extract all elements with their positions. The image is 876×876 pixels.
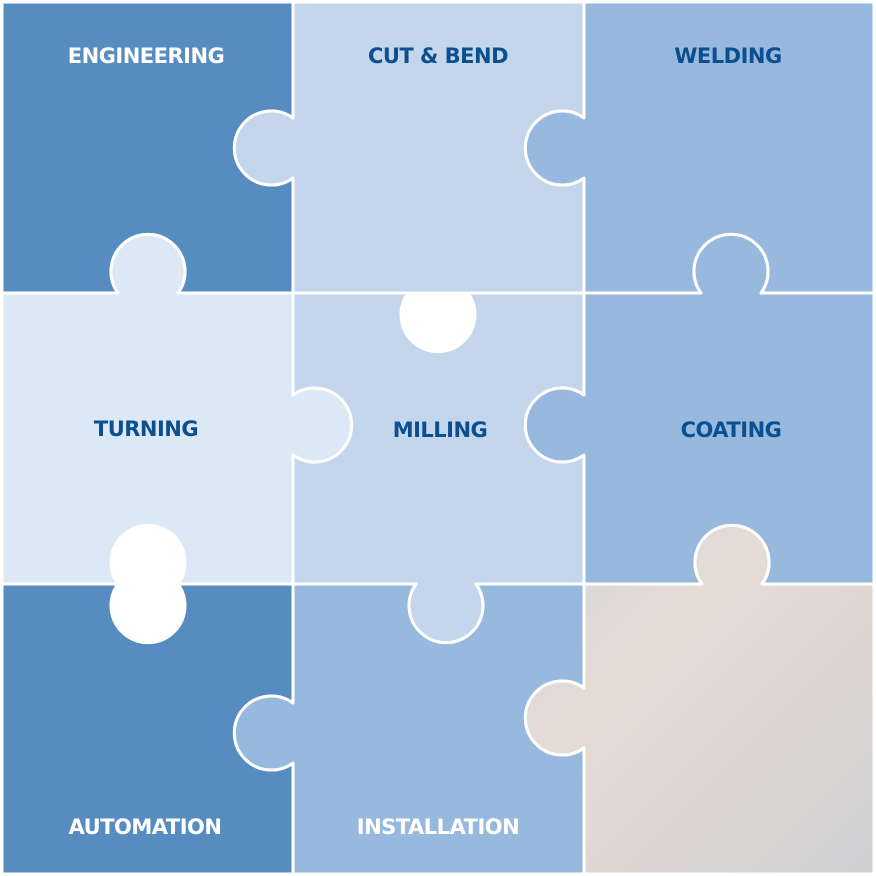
label-installation: INSTALLATION (357, 815, 519, 839)
label-welding: WELDING (674, 44, 781, 68)
piece-photo (523, 523, 876, 876)
label-turning: TURNING (94, 417, 198, 441)
label-milling: MILLING (393, 418, 488, 442)
label-engineering: ENGINEERING (68, 44, 225, 68)
label-automation: AUTOMATION (69, 815, 222, 839)
label-coating: COATING (681, 418, 782, 442)
label-cut-and-bend: CUT & BEND (368, 44, 508, 68)
